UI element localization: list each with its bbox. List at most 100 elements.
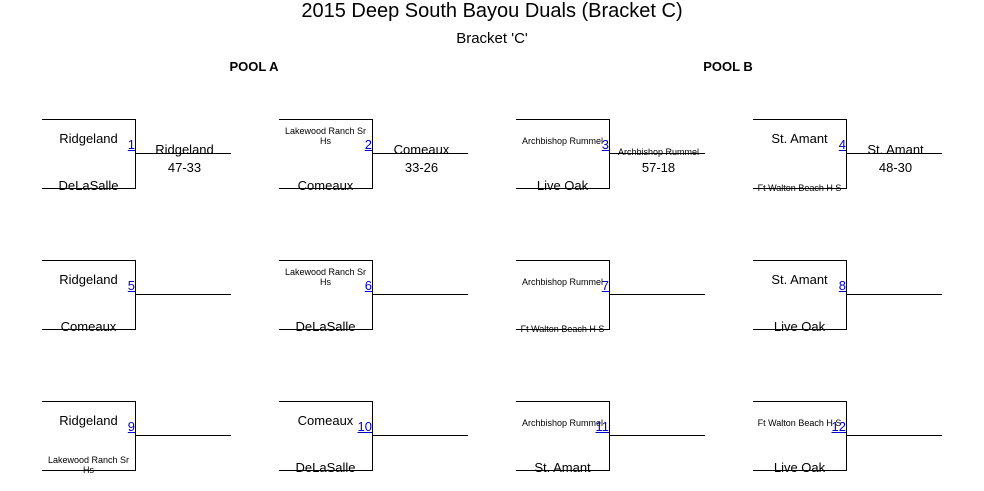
bracket-line-top — [753, 119, 846, 120]
bottom-team: DeLaSalle — [295, 319, 356, 334]
match-score: 47-33 — [167, 160, 202, 175]
bracket-line-result — [847, 435, 942, 436]
bottom-team: Comeaux — [60, 319, 117, 334]
bracket-line-result — [610, 294, 705, 295]
bracket-line-result — [136, 294, 231, 295]
bottom-team: Lakewood Ranch Sr Hs — [47, 455, 130, 475]
bracket-line-bottom — [42, 329, 136, 330]
bracket-line-vertical — [846, 119, 847, 189]
match-number-link[interactable]: 10 — [357, 419, 372, 434]
bracket-line-result — [373, 435, 468, 436]
bracket-line-vertical — [609, 119, 610, 189]
bracket-subtitle: Bracket 'C' — [456, 30, 528, 47]
bracket-line-top — [279, 260, 372, 261]
bracket-line-result — [136, 153, 231, 154]
bracket-line-top — [42, 119, 135, 120]
bracket-line-vertical — [609, 260, 610, 330]
bracket-line-top — [516, 260, 609, 261]
top-team: Ft Walton Beach H S — [757, 418, 842, 428]
bracket-line-bottom — [279, 329, 373, 330]
bracket-line-vertical — [609, 401, 610, 471]
bottom-team: DeLaSalle — [295, 460, 356, 475]
match-6: Lakewood Ranch Sr Hs DeLaSalle 6 — [279, 260, 469, 334]
top-team: Lakewood Ranch Sr Hs — [284, 126, 367, 146]
match-number-link[interactable]: 3 — [601, 137, 609, 152]
pool-b-heading: POOL B — [703, 59, 753, 74]
match-number-link[interactable]: 9 — [127, 419, 135, 434]
top-team: Lakewood Ranch Sr Hs — [284, 267, 367, 287]
bracket-line-bottom — [279, 470, 373, 471]
match-score: 57-18 — [641, 160, 676, 175]
bottom-team: Comeaux — [297, 178, 354, 193]
bracket-line-bottom — [279, 188, 373, 189]
bracket-line-result — [610, 435, 705, 436]
match-number-link[interactable]: 7 — [601, 278, 609, 293]
bracket-line-bottom — [516, 470, 610, 471]
page-title: 2015 Deep South Bayou Duals (Bracket C) — [301, 0, 683, 22]
bottom-team: Ft Walton Beach H S — [757, 183, 842, 193]
match-number-link[interactable]: 5 — [127, 278, 135, 293]
top-team: Comeaux — [297, 413, 354, 428]
top-team: St. Amant — [771, 272, 828, 287]
bottom-team: St. Amant — [534, 460, 591, 475]
match-number-link[interactable]: 11 — [595, 419, 610, 434]
top-team: St. Amant — [771, 131, 828, 146]
bracket-line-result — [136, 435, 231, 436]
bracket-line-bottom — [42, 470, 136, 471]
winner-team: Archbishop Rummel — [617, 147, 700, 157]
top-team: Archbishop Rummel — [521, 277, 604, 287]
bottom-team: Live Oak — [536, 178, 589, 193]
bracket-line-vertical — [135, 260, 136, 330]
top-team: Archbishop Rummel — [521, 136, 604, 146]
match-number-link[interactable]: 8 — [838, 278, 846, 293]
bracket-line-result — [373, 294, 468, 295]
match-number-link[interactable]: 2 — [364, 137, 372, 152]
bracket-line-bottom — [753, 188, 847, 189]
bracket-line-vertical — [135, 401, 136, 471]
match-7: Archbishop Rummel Ft Walton Beach H S 7 — [516, 260, 706, 334]
bracket-line-bottom — [42, 188, 136, 189]
bracket-line-top — [279, 119, 372, 120]
match-score: 48-30 — [878, 160, 913, 175]
pool-a-heading: POOL A — [229, 59, 279, 74]
bottom-team: Ft Walton Beach H S — [520, 324, 605, 334]
bracket-line-top — [279, 401, 372, 402]
bracket-line-bottom — [753, 470, 847, 471]
top-team: Ridgeland — [59, 413, 118, 428]
match-number-link[interactable]: 4 — [838, 137, 846, 152]
bracket-line-result — [847, 294, 942, 295]
bracket-line-top — [753, 260, 846, 261]
bracket-line-vertical — [846, 260, 847, 330]
bracket-line-vertical — [135, 119, 136, 189]
match-number-link[interactable]: 1 — [127, 137, 135, 152]
match-number-link[interactable]: 12 — [831, 419, 846, 434]
bottom-team: Live Oak — [773, 460, 826, 475]
top-team: Archbishop Rummel — [521, 418, 604, 428]
bracket-line-vertical — [372, 260, 373, 330]
match-12: Ft Walton Beach H S Live Oak 12 — [753, 401, 943, 475]
top-team: Ridgeland — [59, 272, 118, 287]
bracket-line-vertical — [846, 401, 847, 471]
bracket-line-top — [516, 119, 609, 120]
bracket-line-top — [753, 401, 846, 402]
winner-team: Ridgeland — [155, 142, 214, 157]
bottom-team: Live Oak — [773, 319, 826, 334]
bottom-team: DeLaSalle — [58, 178, 119, 193]
bracket-line-top — [42, 260, 135, 261]
bracket-line-vertical — [372, 401, 373, 471]
bracket-line-top — [516, 401, 609, 402]
match-score: 33-26 — [404, 160, 439, 175]
bracket-line-result — [373, 153, 468, 154]
bracket-line-bottom — [753, 329, 847, 330]
match-number-link[interactable]: 6 — [364, 278, 372, 293]
